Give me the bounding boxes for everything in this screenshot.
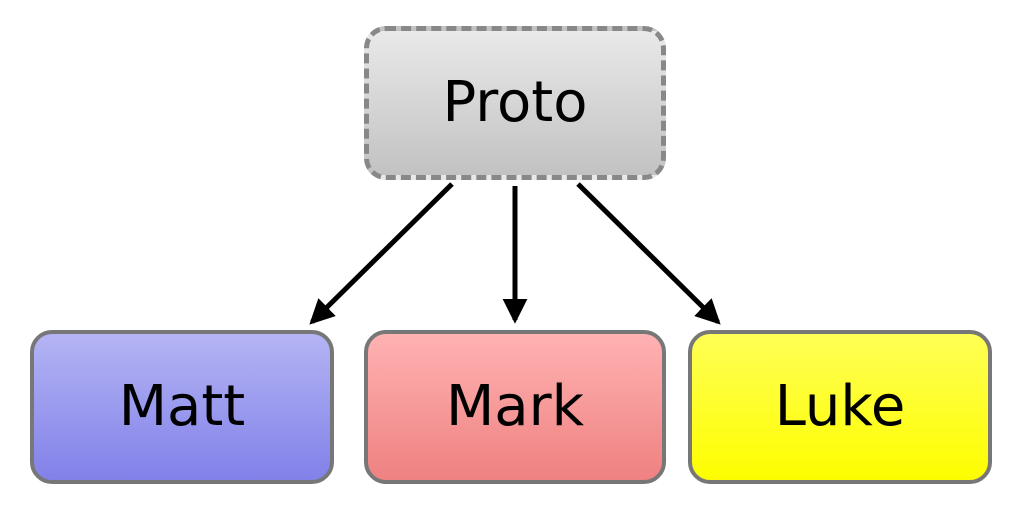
arrow-proto-to-luke <box>576 182 721 325</box>
node-matt-label: Matt <box>118 374 246 439</box>
node-proto-label: Proto <box>442 70 588 135</box>
node-proto: Proto <box>364 26 666 180</box>
node-mark-label: Mark <box>445 374 585 439</box>
node-mark: Mark <box>364 330 666 484</box>
node-luke-label: Luke <box>774 374 906 439</box>
node-matt: Matt <box>30 330 334 484</box>
arrow-proto-to-matt <box>309 182 454 325</box>
node-luke: Luke <box>688 330 992 484</box>
